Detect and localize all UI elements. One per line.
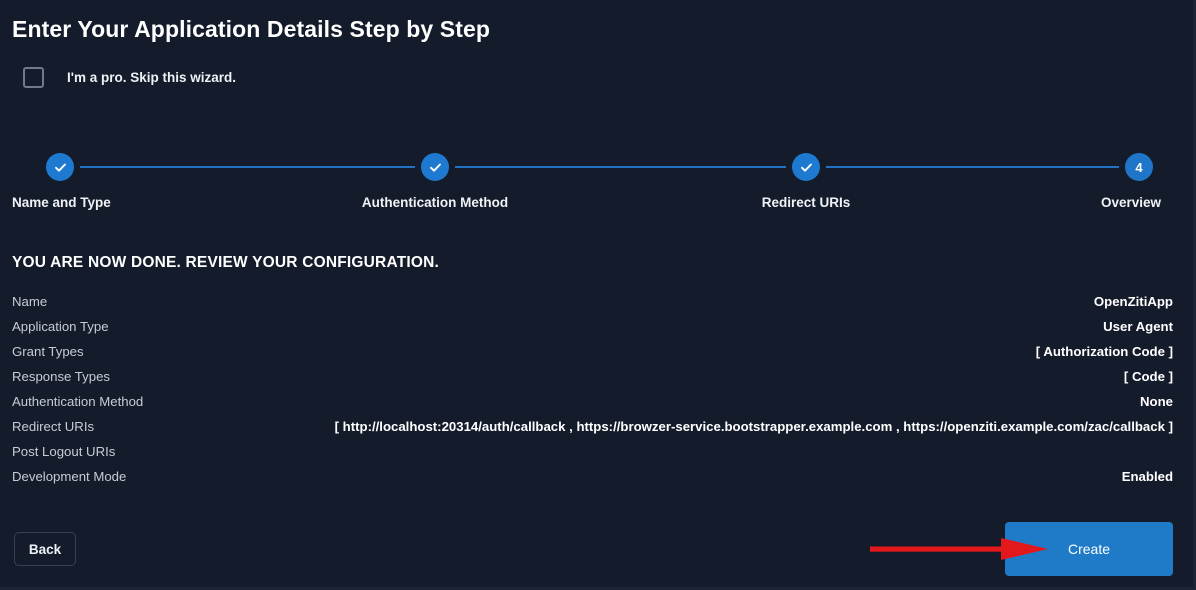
- summary-row: Grant Types [ Authorization Code ]: [12, 339, 1173, 364]
- summary-value: [ Code ]: [1123, 369, 1173, 384]
- wizard-stepper: Name and Type Authentication Method Redi…: [0, 150, 1196, 220]
- summary-row: Redirect URIs [ http://localhost:20314/a…: [12, 414, 1173, 439]
- step-1-circle[interactable]: [46, 153, 74, 181]
- check-icon: [800, 163, 812, 172]
- summary-value: [ http://localhost:20314/auth/callback ,…: [334, 419, 1173, 434]
- create-button[interactable]: Create: [1005, 522, 1173, 576]
- step-connector-2-3: [455, 166, 786, 168]
- configuration-summary: Name OpenZitiApp Application Type User A…: [12, 289, 1173, 489]
- step-3-circle[interactable]: [792, 153, 820, 181]
- step-connector-1-2: [80, 166, 415, 168]
- step-2-label: Authentication Method: [361, 195, 509, 210]
- step-4-circle[interactable]: 4: [1125, 153, 1153, 181]
- summary-row: Development Mode Enabled: [12, 464, 1173, 489]
- skip-wizard-row[interactable]: I'm a pro. Skip this wizard.: [23, 67, 236, 88]
- summary-value: [ Authorization Code ]: [1035, 344, 1173, 359]
- step-3-label: Redirect URIs: [761, 195, 851, 210]
- step-2-circle[interactable]: [421, 153, 449, 181]
- step-1-label: Name and Type: [12, 195, 111, 210]
- summary-row: Authentication Method None: [12, 389, 1173, 414]
- summary-key: Post Logout URIs: [12, 444, 116, 459]
- step-4-label: Overview: [1100, 195, 1161, 210]
- summary-key: Response Types: [12, 369, 110, 384]
- skip-wizard-label: I'm a pro. Skip this wizard.: [67, 70, 236, 85]
- back-button[interactable]: Back: [14, 532, 76, 566]
- summary-key: Development Mode: [12, 469, 127, 484]
- summary-value: None: [1140, 394, 1173, 409]
- summary-value: User Agent: [1103, 319, 1173, 334]
- step-connector-3-4: [826, 166, 1119, 168]
- review-heading: YOU ARE NOW DONE. REVIEW YOUR CONFIGURAT…: [12, 254, 440, 271]
- summary-key: Redirect URIs: [12, 419, 95, 434]
- summary-row: Application Type User Agent: [12, 314, 1173, 339]
- summary-key: Grant Types: [12, 344, 84, 359]
- summary-key: Application Type: [12, 319, 109, 334]
- summary-key: Name: [12, 294, 48, 309]
- summary-value: OpenZitiApp: [1093, 294, 1173, 309]
- summary-row: Response Types [ Code ]: [12, 364, 1173, 389]
- summary-row: Post Logout URIs: [12, 439, 1173, 464]
- check-icon: [54, 163, 66, 172]
- check-icon: [429, 163, 441, 172]
- summary-row: Name OpenZitiApp: [12, 289, 1173, 314]
- page-title: Enter Your Application Details Step by S…: [12, 16, 491, 42]
- summary-key: Authentication Method: [12, 394, 144, 409]
- skip-wizard-checkbox[interactable]: [23, 67, 44, 88]
- summary-value: Enabled: [1121, 469, 1173, 484]
- step-4-number: 4: [1135, 159, 1143, 175]
